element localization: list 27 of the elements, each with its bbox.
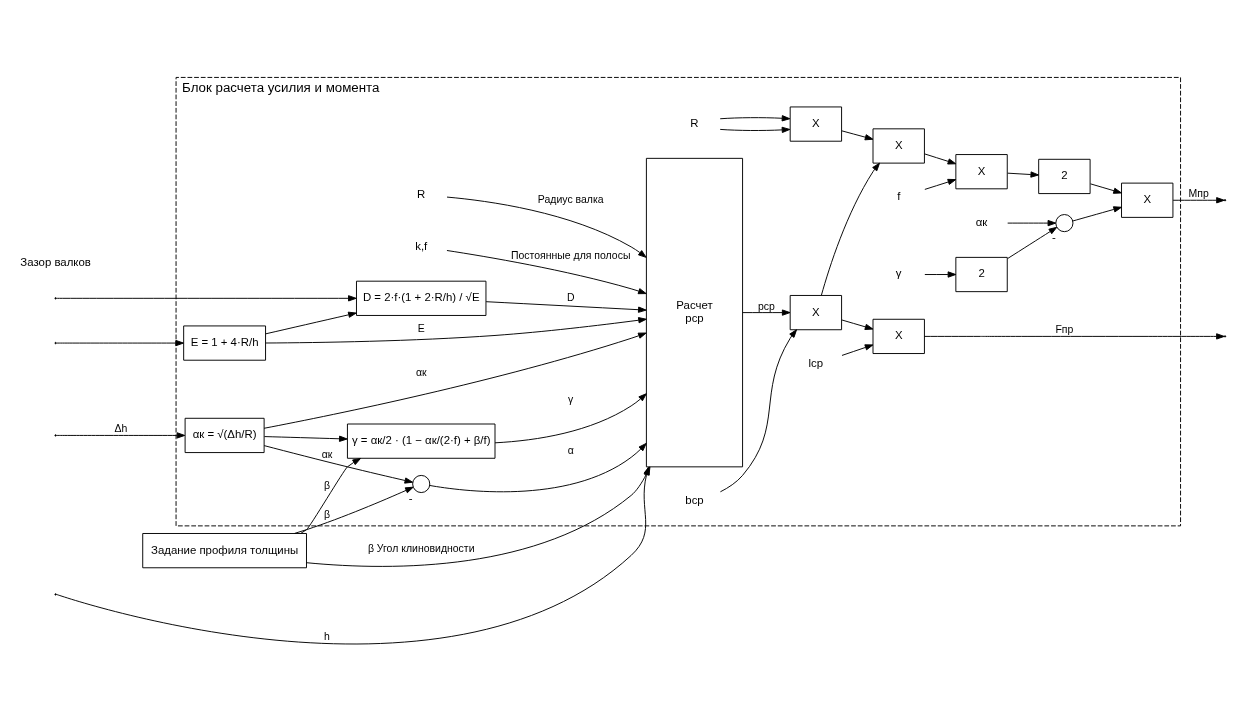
edge-label: Fпр — [1055, 323, 1074, 335]
label: Зазор валков — [20, 255, 91, 268]
node-text: R — [417, 187, 426, 200]
edge-label: αк — [415, 366, 427, 378]
edge-label: Радиус валка — [537, 193, 604, 205]
node-text: αк — [975, 215, 988, 228]
node-text: γ — [895, 266, 902, 279]
node-text: R — [690, 116, 699, 129]
edge-label: α — [567, 444, 574, 456]
edge-label: β Угол клиновидности — [367, 542, 475, 554]
node-label: - — [408, 491, 413, 504]
node-label: - — [1052, 230, 1056, 243]
edge-label: β — [323, 479, 330, 491]
edge-label: αк — [321, 448, 333, 460]
edge-label: pср — [757, 300, 775, 312]
node-text: k,f — [415, 239, 428, 252]
node-text: bср — [685, 493, 704, 506]
edge-label: D — [566, 291, 575, 303]
edge-label: E — [417, 322, 425, 334]
edge-label: h — [324, 630, 330, 642]
edge-label: Постоянные для полосы — [510, 249, 631, 261]
node-text: lср — [808, 356, 824, 369]
edge-label: γ — [568, 393, 574, 405]
edge-label: β — [323, 508, 330, 520]
node-text: f — [897, 189, 901, 202]
edge-label: Δh — [114, 422, 128, 434]
edge-label: Mпр — [1188, 187, 1209, 199]
